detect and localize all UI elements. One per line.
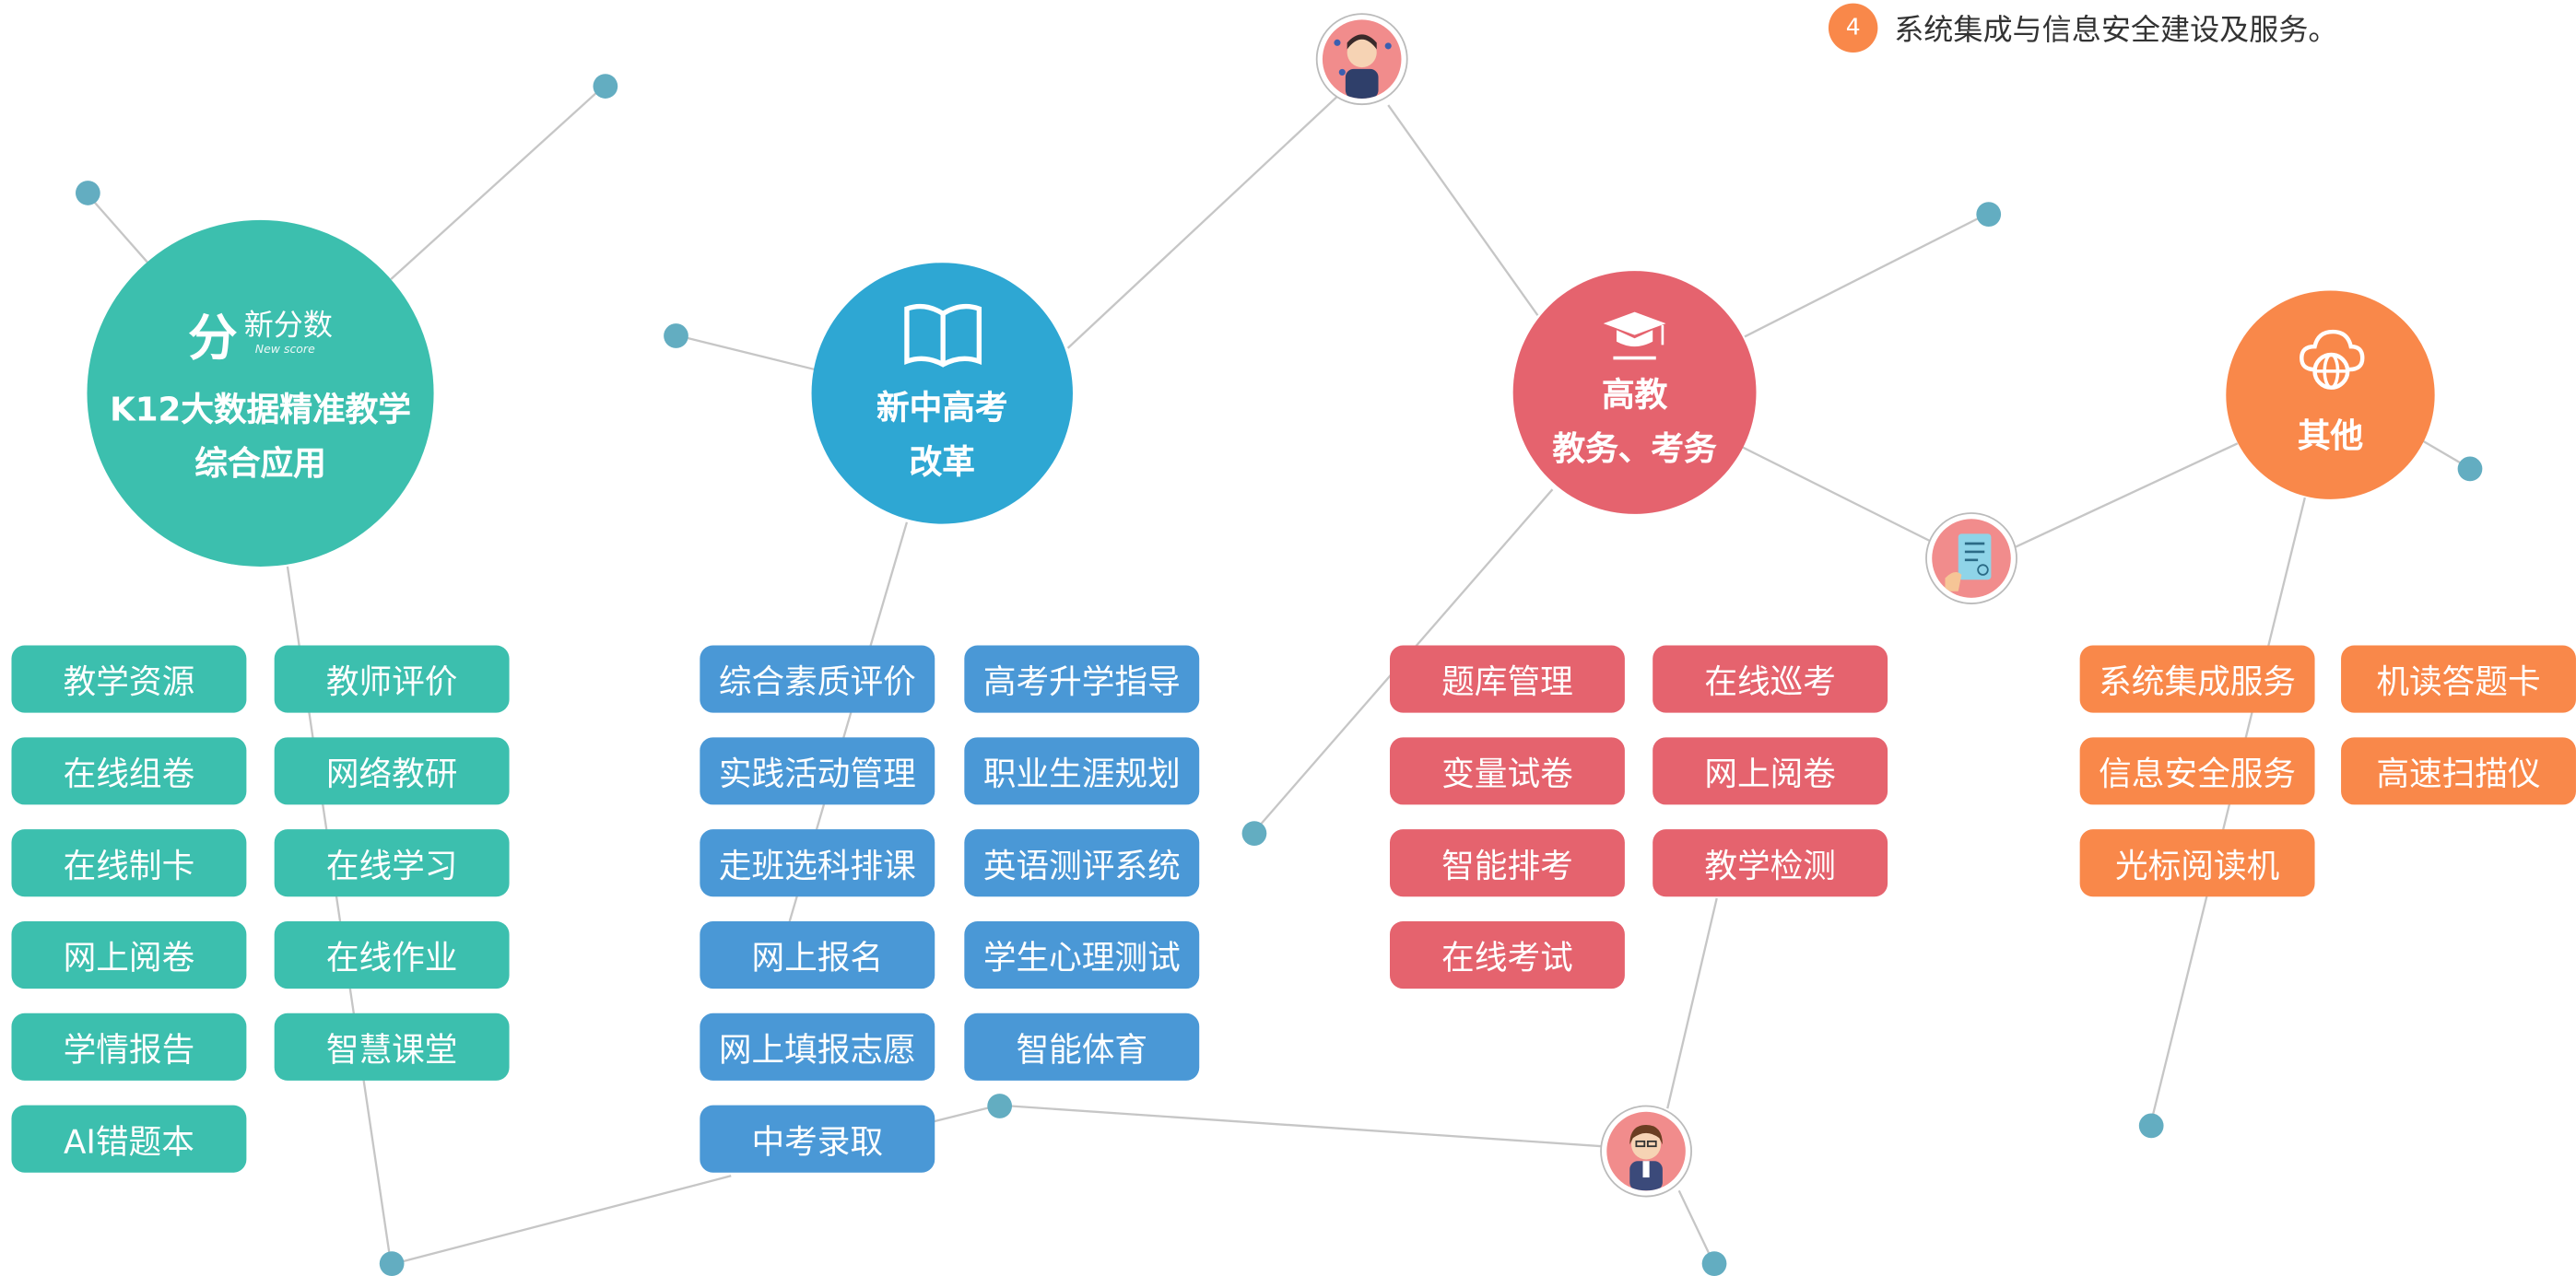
exam-sheet-avatar-icon [1925, 512, 2017, 604]
student-avatar-icon [1315, 13, 1408, 106]
logo-name: 新分数 [243, 308, 333, 343]
teacher-avatar-icon [1600, 1105, 1692, 1198]
k12-item[interactable]: AI错题本 [11, 1105, 247, 1173]
node-dot [379, 1251, 405, 1276]
gaokao-item[interactable]: 职业生涯规划 [964, 737, 1200, 805]
gaokao-item[interactable]: 网上报名 [700, 920, 935, 989]
node-dot [1241, 821, 1267, 846]
node-dot [2457, 456, 2483, 482]
hub-other: 其他 [2226, 290, 2435, 499]
k12-item[interactable]: 在线学习 [274, 829, 510, 897]
higher-item[interactable]: 题库管理 [1389, 645, 1625, 713]
hub-higher-title: 高教 [1601, 374, 1668, 415]
note-number-badge: 4 [1828, 2, 1878, 53]
node-dot [75, 181, 100, 205]
k12-item[interactable]: 网上阅卷 [11, 920, 247, 989]
open-book-icon [900, 299, 985, 378]
hub-k12-subtitle: 综合应用 [194, 442, 326, 483]
globe-cloud-icon [2294, 327, 2366, 399]
graduation-cap-icon [1600, 309, 1669, 368]
higher-item[interactable]: 网上阅卷 [1653, 737, 1888, 805]
gaokao-item[interactable]: 英语测评系统 [964, 829, 1200, 897]
k12-item[interactable]: 在线制卡 [11, 829, 247, 897]
node-dot [1701, 1251, 1727, 1276]
gaokao-item[interactable]: 高考升学指导 [964, 645, 1200, 713]
k12-item[interactable]: 在线组卷 [11, 737, 247, 805]
higher-item[interactable]: 在线巡考 [1653, 645, 1888, 713]
k12-item[interactable]: 教学资源 [11, 645, 247, 713]
node-dot [1976, 202, 2002, 227]
gaokao-item[interactable]: 中考录取 [700, 1105, 935, 1173]
other-item[interactable]: 机读答题卡 [2341, 645, 2576, 713]
k12-item[interactable]: 教师评价 [274, 645, 510, 713]
gaokao-item[interactable]: 实践活动管理 [700, 737, 935, 805]
other-item[interactable]: 信息安全服务 [2079, 737, 2315, 805]
node-dot [664, 323, 688, 348]
hub-higher-education: 高教 教务、考务 [1512, 271, 1757, 514]
logo-glyph: 分 [188, 310, 238, 368]
hub-other-title: 其他 [2297, 415, 2364, 455]
gaokao-item[interactable]: 学生心理测试 [964, 920, 1200, 989]
hub-gaokao: 新中高考 改革 [811, 263, 1073, 524]
section-note: 4 系统集成与信息安全建设及服务。 [1828, 2, 2338, 53]
gaokao-item[interactable]: 网上填报志愿 [700, 1013, 935, 1081]
other-item[interactable]: 光标阅读机 [2079, 829, 2315, 897]
logo-subtitle: New score [254, 342, 315, 356]
higher-item[interactable]: 智能排考 [1389, 829, 1625, 897]
hub-k12: 分 新分数 New score K12大数据精准教学 综合应用 [87, 219, 434, 567]
note-text: 系统集成与信息安全建设及服务。 [1894, 12, 2338, 47]
k12-item[interactable]: 学情报告 [11, 1013, 247, 1081]
node-dot [593, 74, 618, 99]
higher-item[interactable]: 教学检测 [1653, 829, 1888, 897]
higher-item[interactable]: 在线考试 [1389, 920, 1625, 989]
node-dot [2138, 1113, 2164, 1139]
k12-item[interactable]: 智慧课堂 [274, 1013, 510, 1081]
higher-item[interactable]: 变量试卷 [1389, 737, 1625, 805]
node-dot [987, 1094, 1013, 1118]
other-item[interactable]: 系统集成服务 [2079, 645, 2315, 713]
gaokao-item[interactable]: 走班选科排课 [700, 829, 935, 897]
k12-item[interactable]: 网络教研 [274, 737, 510, 805]
gaokao-item[interactable]: 综合素质评价 [700, 645, 935, 713]
other-item[interactable]: 高速扫描仪 [2341, 737, 2576, 805]
gaokao-item[interactable]: 智能体育 [964, 1013, 1200, 1081]
xinfenshu-logo: 分 新分数 New score [188, 297, 333, 372]
hub-k12-title: K12大数据精准教学 [110, 388, 411, 428]
k12-item[interactable]: 在线作业 [274, 920, 510, 989]
hub-higher-subtitle: 教务、考务 [1552, 428, 1717, 469]
hub-gaokao-title: 新中高考 [876, 386, 1008, 427]
hub-gaokao-subtitle: 改革 [909, 440, 975, 481]
